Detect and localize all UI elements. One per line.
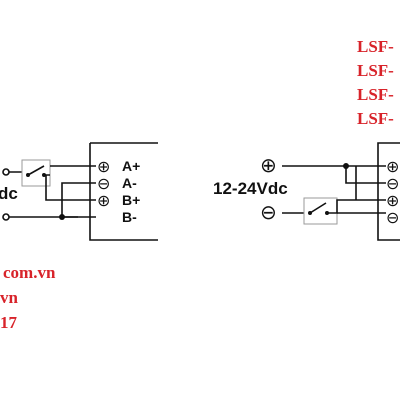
left-wire-a-plus (44, 165, 96, 176)
left-diagram: dc ⊕ ⊖ ⊕ A+ A- B+ B- (0, 142, 158, 241)
right-terminal-symbol-2: ⊖ (386, 174, 399, 193)
left-switch-blade (27, 165, 45, 176)
left-wire-a-minus (61, 182, 96, 217)
contact-line-3: 17 (0, 313, 18, 332)
right-module-box (377, 142, 400, 241)
left-terminal-symbol-a-plus: ⊕ (97, 157, 110, 176)
left-wire-b-plus (45, 175, 96, 201)
left-terminal-label-b-plus: B+ (122, 192, 140, 208)
model-line-3: LSF- (357, 85, 394, 104)
contact-info: com.vn vn 17 (0, 263, 56, 332)
model-list: LSF- LSF- LSF- LSF- (357, 37, 394, 128)
left-terminal-label-a-minus: A- (122, 175, 137, 191)
contact-line-2: vn (0, 288, 19, 307)
model-line-2: LSF- (357, 61, 394, 80)
left-terminal-label-a-plus: A+ (122, 158, 140, 174)
right-wire-a-minus (345, 166, 386, 184)
right-wire-switch-b (327, 199, 386, 214)
right-negative-symbol: ⊖ (260, 200, 277, 224)
left-voltage-label: dc (0, 184, 18, 203)
left-input-terminal-top (2, 168, 10, 176)
model-line-1: LSF- (357, 37, 394, 56)
right-terminal-symbol-1: ⊕ (386, 157, 399, 176)
left-terminal-label-b-minus: B- (122, 209, 137, 225)
right-terminal-symbol-3: ⊕ (386, 191, 399, 210)
left-module-box (89, 142, 158, 241)
right-positive-symbol: ⊕ (260, 153, 277, 177)
right-switch-blade (309, 202, 327, 214)
left-junction-dot (59, 214, 65, 220)
left-input-terminal-bottom (2, 213, 10, 221)
left-terminal-symbol-b-plus: ⊕ (97, 191, 110, 210)
left-terminal-symbol-a-minus: ⊖ (97, 174, 110, 193)
right-diagram: ⊕ 12-24Vdc ⊖ ⊕ ⊖ ⊕ ⊖ (213, 142, 400, 241)
right-terminal-symbol-4: ⊖ (386, 208, 399, 227)
contact-line-1: com.vn (3, 263, 56, 282)
right-switch-box (303, 197, 338, 225)
model-line-4: LSF- (357, 109, 394, 128)
right-voltage-label: 12-24Vdc (213, 179, 288, 198)
